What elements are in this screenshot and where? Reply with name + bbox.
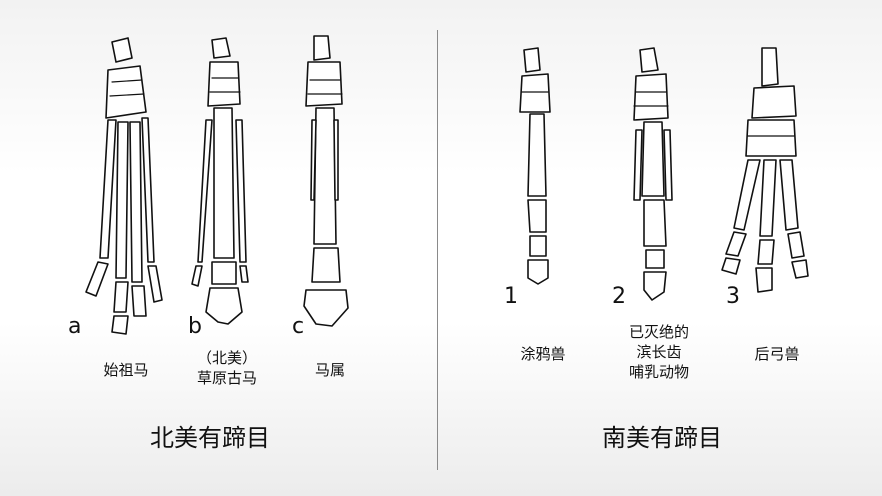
group-divider	[437, 30, 438, 470]
label-number-1: 1	[504, 284, 518, 309]
foot-bones-1	[519, 47, 551, 285]
caption-2-line-2: 滨长齿	[636, 343, 682, 361]
caption-3-line-1: 后弓兽	[754, 345, 800, 363]
foot-bones-3	[721, 47, 809, 293]
foot-bones-b	[191, 37, 249, 325]
foot-bones-a	[85, 37, 163, 335]
caption-2: 已灭绝的 滨长齿 哺乳动物	[614, 322, 704, 382]
label-number-2: 2	[612, 284, 626, 309]
group-label-south-america: 南美有蹄目	[602, 424, 722, 452]
caption-1-line-1: 涂鸦兽	[520, 345, 566, 363]
label-letter-c: c	[292, 314, 305, 339]
label-number-3: 3	[726, 284, 740, 309]
caption-2-line-3: 哺乳动物	[628, 363, 689, 381]
foot-bones-c	[303, 35, 349, 327]
caption-1: 涂鸦兽	[508, 344, 578, 364]
caption-a: 始祖马	[86, 360, 166, 380]
caption-c-line-1: 马属	[314, 361, 345, 379]
group-label-north-america: 北美有蹄目	[150, 424, 270, 452]
foot-bones-2	[633, 47, 673, 301]
caption-c: 马属	[300, 360, 360, 380]
caption-b: （北美） 草原古马	[184, 348, 270, 388]
caption-b-line-1: （北美）	[196, 349, 257, 367]
caption-a-line-1: 始祖马	[103, 361, 149, 379]
label-letter-b: b	[188, 314, 202, 339]
caption-3: 后弓兽	[742, 344, 812, 364]
caption-2-line-1: 已灭绝的	[628, 323, 689, 341]
label-letter-a: a	[68, 314, 82, 339]
caption-b-line-2: 草原古马	[196, 369, 257, 387]
